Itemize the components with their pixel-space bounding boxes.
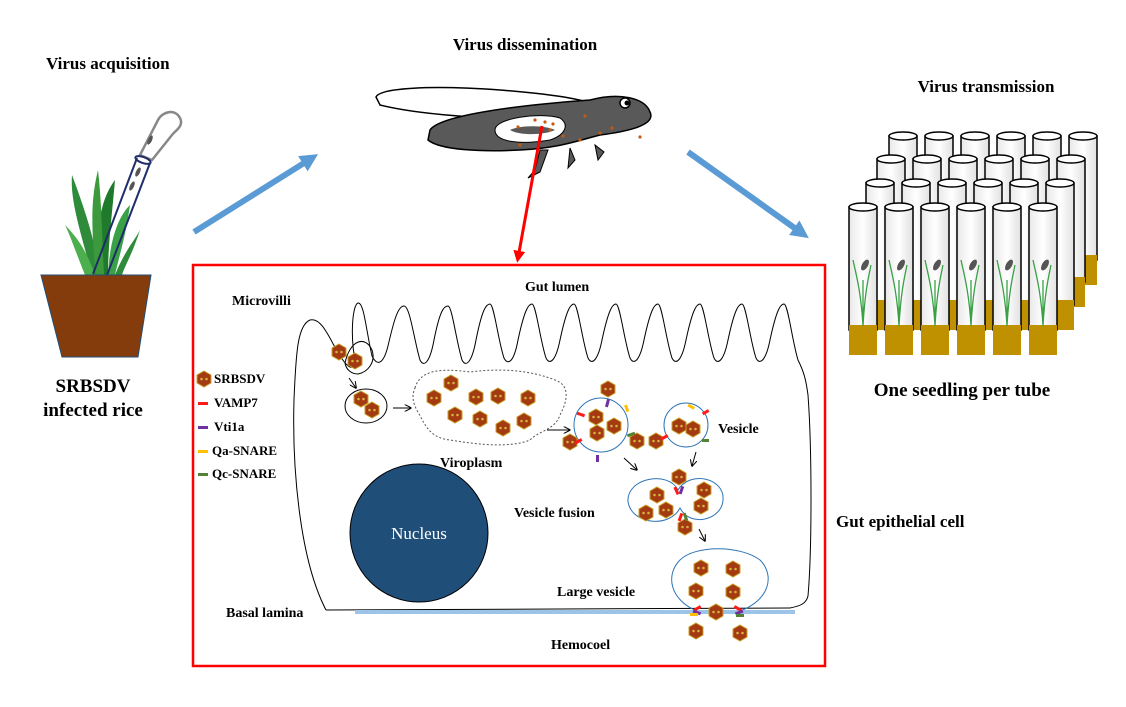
legend-item-qc-snare: Qc-SNARE: [198, 466, 276, 481]
legend-label: Qa-SNARE: [212, 443, 277, 458]
plant-pot-icon: [40, 274, 152, 358]
legend-item-qa-snare: Qa-SNARE: [198, 443, 277, 458]
acquisition-caption-line2: infected rice: [43, 400, 143, 421]
large-vesicle: Large vesicle: [557, 548, 769, 642]
vesicle-fusion-label: Vesicle fusion: [514, 506, 595, 521]
basal-lamina-label: Basal lamina: [226, 606, 303, 621]
legend-label: SRBSDV: [214, 371, 266, 386]
acquisition-section: Virus acquisition SRBSDV infected rice: [40, 54, 183, 421]
large-vesicle-label: Large vesicle: [557, 585, 635, 600]
seedling-tube: [848, 202, 878, 355]
seedling-tube: [992, 202, 1022, 355]
vesicle-fusion: Vesicle fusion: [514, 468, 724, 541]
dissemination-section: Virus dissemination: [375, 35, 652, 263]
leafhopper-icon: [375, 86, 652, 179]
transmission-section: Virus transmission One seedling per tube: [848, 77, 1098, 401]
gut-epithelial-cell-label: Gut epithelial cell: [836, 512, 965, 531]
leafhopper-icon: [1005, 259, 1013, 271]
seedling-tube: [884, 202, 914, 355]
seedling-icon: [852, 259, 872, 327]
transmission-caption: One seedling per tube: [874, 380, 1050, 401]
endocytosis-step: [331, 340, 411, 424]
nucleus: Nucleus: [349, 463, 489, 603]
viroplasm: Viroplasm: [412, 369, 570, 471]
acquisition-title: Virus acquisition: [46, 54, 170, 73]
basal-lamina: [355, 610, 795, 614]
seedling-icon: [996, 259, 1016, 327]
microvilli-label: Microvilli: [232, 294, 291, 309]
leafhopper-icon: [897, 259, 905, 271]
panel-border: [191, 263, 827, 668]
leafhopper-icon: [861, 259, 869, 271]
hemocoel-label: Hemocoel: [551, 638, 610, 653]
srbsdv-particle-icon: [196, 370, 212, 388]
seedling-tube: [1028, 202, 1058, 355]
flow-arrow-dissemination-to-transmission: [686, 149, 809, 239]
legend-label: Vti1a: [214, 419, 245, 434]
leafhopper-icon: [933, 259, 941, 271]
qc-snare-bar-icon: [198, 473, 208, 476]
dissemination-title: Virus dissemination: [453, 35, 598, 54]
endosome: [344, 388, 388, 424]
legend-label: VAMP7: [214, 395, 258, 410]
seedling-tube: [956, 202, 986, 355]
viroplasm-label: Viroplasm: [440, 456, 503, 471]
legend-label: Qc-SNARE: [212, 466, 276, 481]
cell-membrane: [293, 302, 812, 611]
vesicle-group: Vesicle: [562, 380, 759, 470]
rice-plant-icon: [65, 170, 140, 275]
tube-rack-icon: [848, 131, 1098, 355]
acquisition-caption-line1: SRBSDV: [56, 376, 131, 397]
nucleus-label: Nucleus: [391, 524, 447, 543]
seedling-icon: [888, 259, 908, 327]
seedling-icon: [924, 259, 944, 327]
gut-lumen-label: Gut lumen: [525, 280, 589, 295]
seedling-icon: [960, 259, 980, 327]
vamp7-bar-icon: [198, 402, 208, 405]
vti1a-bar-icon: [198, 426, 208, 429]
qa-snare-bar-icon: [198, 450, 208, 453]
zoom-in-arrow: [513, 125, 544, 263]
gut-cell-panel: Gut lumen Microvilli Basal lamina Hemoco…: [191, 263, 827, 668]
legend-item-vti1a: Vti1a: [198, 419, 245, 434]
transmission-title: Virus transmission: [918, 77, 1055, 96]
aspirator-tube-icon: [92, 110, 183, 276]
seedling-icon: [1032, 259, 1052, 327]
flow-arrow-acquisition-to-dissemination: [192, 154, 319, 235]
leafhopper-icon: [969, 259, 977, 271]
legend: SRBSDV VAMP7 Vti1a Qa-SNARE Qc-SNARE: [196, 370, 277, 481]
legend-item-vamp7: VAMP7: [198, 395, 258, 410]
seedling-tube: [920, 202, 950, 355]
vesicle-label: Vesicle: [718, 422, 759, 437]
legend-item-srbsdv: SRBSDV: [196, 370, 266, 388]
leafhopper-icon: [1041, 259, 1049, 271]
